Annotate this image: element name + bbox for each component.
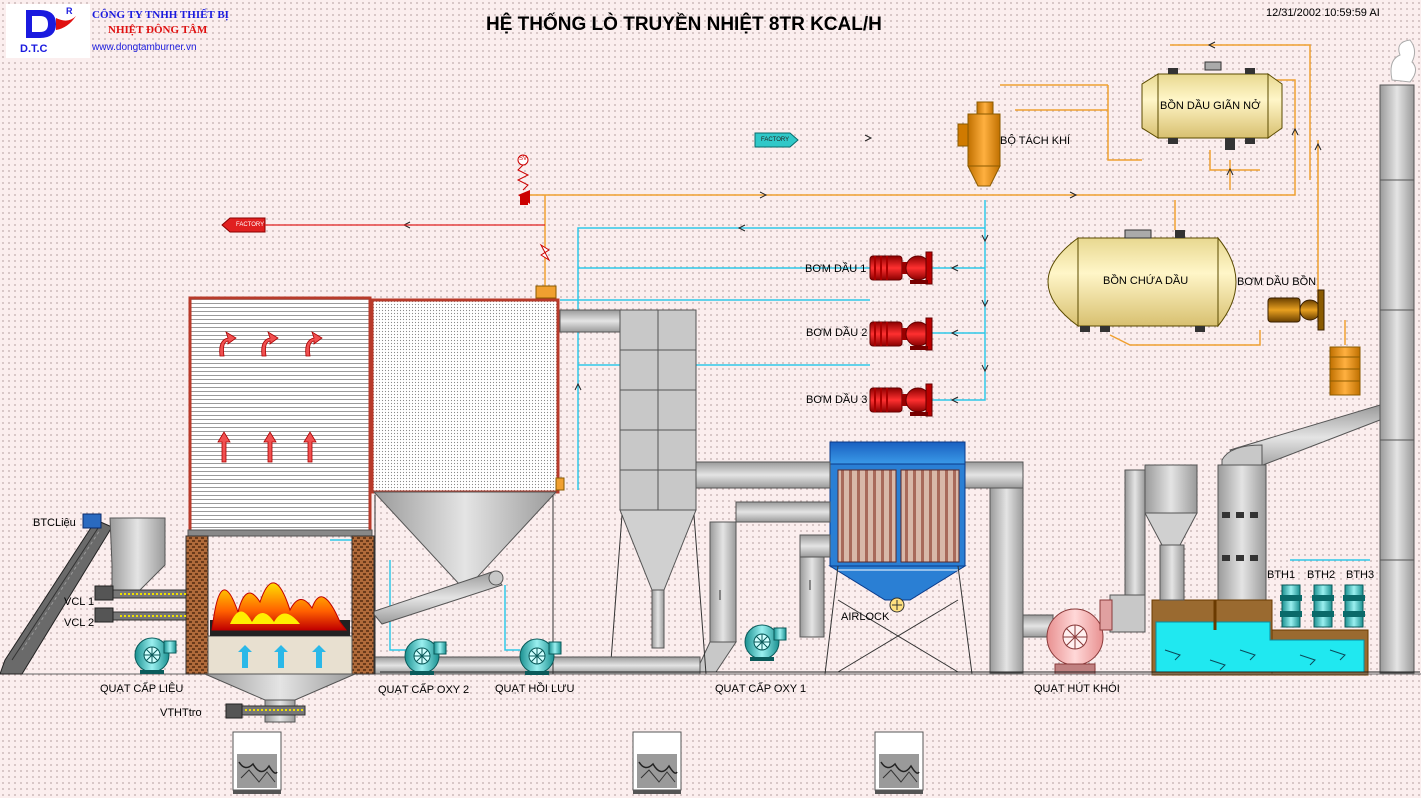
factory-in-tag[interactable]: FACTORY	[761, 137, 790, 143]
ash-bin-3	[874, 731, 924, 795]
factory-out-tag[interactable]: FACTORY	[236, 222, 265, 228]
oil-pump-2-label: BƠM DẦU 2	[806, 327, 868, 339]
logo-emblem-icon: D.T.C	[20, 10, 76, 55]
page-title: HỆ THỐNG LÒ TRUYỀN NHIỆT 8TR KCAL/H	[486, 14, 882, 35]
btclieu-motor[interactable]	[82, 512, 102, 530]
ash-bin-1	[232, 731, 282, 795]
datetime-readout: 12/31/2002 10:59:59 AI	[1266, 7, 1380, 19]
exhaust-duct	[1221, 404, 1381, 471]
expansion-tank	[1141, 61, 1283, 150]
oil-pump-2[interactable]	[868, 316, 934, 352]
oxy1-fan-label: QUẠT CẤP OXY 1	[715, 683, 807, 695]
exhaust-fan[interactable]	[1045, 605, 1115, 673]
vthttro-motor[interactable]	[225, 702, 243, 720]
fuel-conveyor	[0, 513, 187, 675]
cyclone-separator	[1109, 464, 1198, 633]
storage-tank-label: BỒN CHỨA DẦU	[1103, 275, 1189, 287]
airlock-label: AIRLOCK	[841, 611, 890, 623]
deaerator-label: BỘ TÁCH KHÍ	[1000, 135, 1071, 147]
oil-pipes	[530, 44, 1346, 346]
company-logo: D.T.C	[6, 4, 90, 58]
bag-filter	[824, 441, 973, 675]
oxy1-fan[interactable]	[740, 622, 786, 662]
feed-fan-label: QUẠT CẤP LIỆU	[100, 683, 184, 695]
safety-valve	[516, 154, 551, 262]
factory-tags	[221, 132, 799, 233]
gate-valve[interactable]	[538, 242, 552, 260]
expansion-tank-label: BỒN DẦU GIÃN NỞ	[1160, 100, 1261, 112]
bth1-label: BTH1	[1267, 569, 1296, 581]
oil-pump-1[interactable]	[868, 250, 934, 286]
oil-pump-3-label: BƠM DẦU 3	[806, 394, 868, 406]
ash-conveyor	[225, 703, 306, 719]
oxy2-fan[interactable]	[400, 636, 446, 676]
vcl2-label: VCL 2	[64, 617, 95, 629]
company-name-line2: NHIỆT ĐÔNG TÂM	[108, 24, 208, 36]
company-website[interactable]: www.dongtamburner.vn	[92, 42, 197, 53]
tank-oil-pump	[1267, 289, 1361, 396]
oxy2-fan-label: QUẠT CẤP OXY 2	[378, 684, 470, 696]
furnace	[185, 296, 375, 723]
registered-mark: R	[66, 6, 73, 16]
chimney-stack	[1379, 39, 1416, 674]
duct-filter-fan	[964, 461, 1024, 674]
tank-oil-pump[interactable]	[1266, 288, 1326, 332]
tank-oil-pump-label: BƠM DẦU BỒN	[1237, 276, 1317, 288]
deaerator	[957, 101, 1001, 187]
btclieu-label: BTCLiệu	[33, 517, 76, 529]
logo-text: D.T.C	[20, 43, 48, 55]
wet-scrubber	[1151, 464, 1369, 676]
bth-pump-group[interactable]	[1280, 583, 1366, 629]
heat-exchanger	[370, 285, 565, 674]
recirculation-fan-label: QUẠT HỒI LƯU	[495, 683, 575, 695]
recirculation-fan[interactable]	[515, 636, 561, 676]
bth2-label: BTH2	[1307, 569, 1336, 581]
oil-pump-3[interactable]	[868, 382, 934, 418]
company-name-line1: CÔNG TY TNHH THIẾT BỊ	[92, 9, 229, 21]
safety-valve[interactable]	[514, 154, 532, 206]
exhaust-fan-label: QUẠT HÚT KHÓI	[1034, 683, 1120, 695]
oil-pump-1-label: BƠM DẦU 1	[805, 263, 867, 275]
vthttro-label: VTHTtro	[160, 707, 202, 719]
bth-pumps	[1280, 584, 1365, 628]
airlock-valve[interactable]	[888, 596, 906, 614]
storage-tank	[1047, 229, 1237, 332]
bth3-label: BTH3	[1346, 569, 1375, 581]
safety-valve-label: SV	[519, 156, 528, 162]
ash-bin-2	[632, 731, 682, 795]
vcl1-label: VCL 1	[64, 596, 95, 608]
duct-cyclone-filter	[695, 461, 831, 673]
vcl-motors[interactable]	[94, 584, 114, 624]
exhaust-fan	[1017, 599, 1113, 675]
multi-cyclone	[559, 309, 707, 675]
feed-fan[interactable]	[130, 635, 176, 675]
